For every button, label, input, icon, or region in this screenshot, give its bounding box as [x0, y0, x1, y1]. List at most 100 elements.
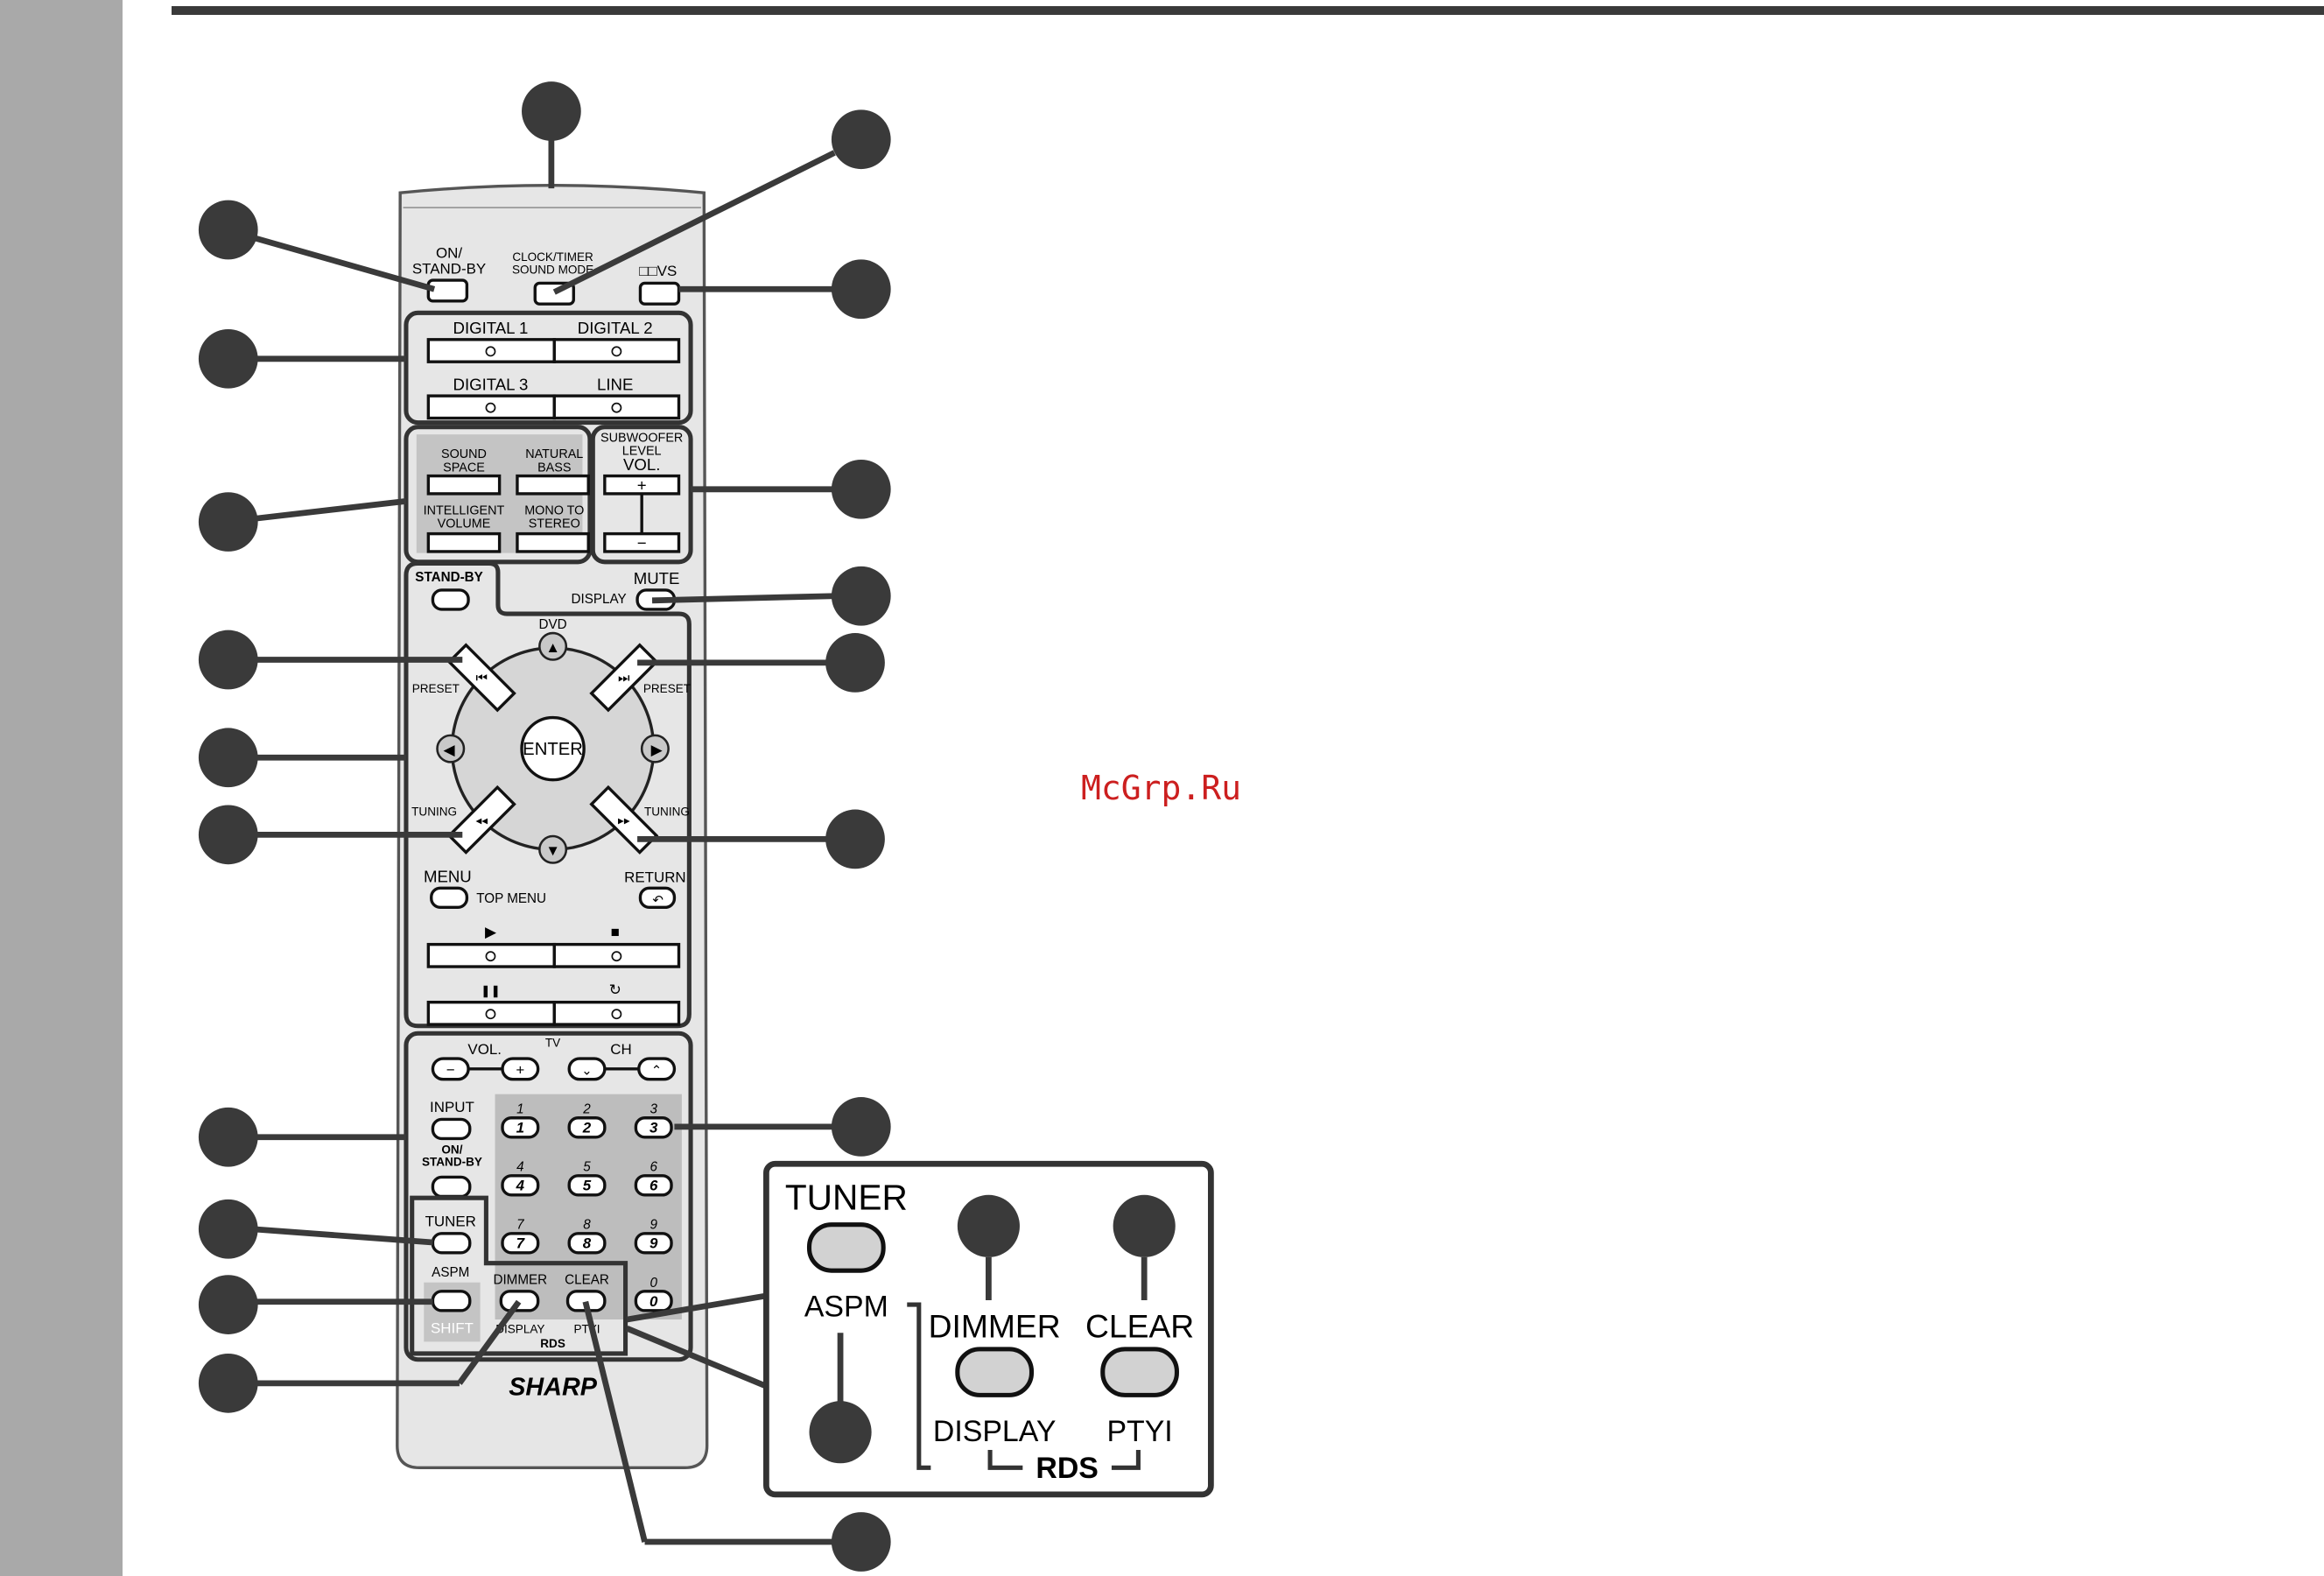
inset-dimmer-label: DIMMER — [929, 1307, 1061, 1344]
tv-vol-down-button[interactable] — [431, 1057, 470, 1081]
tv-vol-plus-glyph: + — [516, 1062, 524, 1079]
tv-input-button[interactable] — [431, 1117, 472, 1141]
callout-marker-vs — [831, 259, 891, 320]
tuner-display-label: DISPLAY — [495, 1322, 544, 1335]
tv-ch-down-button[interactable] — [567, 1057, 607, 1081]
number-key-0[interactable] — [634, 1290, 673, 1312]
rewind-button[interactable] — [446, 784, 516, 855]
inset-aspm-label: ASPM — [804, 1291, 888, 1324]
callout-lines — [250, 139, 836, 1545]
number-key-label-7: 7 — [516, 1235, 526, 1252]
callout-line-dimmer-lead — [457, 1299, 522, 1385]
callout-marker-aspm — [198, 1275, 258, 1334]
play-button[interactable] — [426, 942, 556, 968]
number-key-label-3: 3 — [649, 1120, 658, 1136]
inset-tuner-button[interactable] — [806, 1222, 886, 1273]
tv-label: TV — [545, 1036, 560, 1049]
line-button[interactable] — [552, 394, 681, 420]
digital1-dot — [485, 346, 496, 357]
callout-marker-clear — [831, 1512, 891, 1572]
right-arrow-button[interactable] — [640, 734, 670, 763]
tv-ch-label: CH — [610, 1041, 631, 1058]
tv-ch-up-button[interactable] — [637, 1057, 677, 1081]
tv-vol-up-button[interactable] — [501, 1057, 540, 1081]
number-key-8[interactable] — [567, 1232, 607, 1255]
natural-bass-button[interactable] — [516, 474, 590, 496]
inset-clear-label: CLEAR — [1085, 1307, 1194, 1344]
digital3-button[interactable] — [426, 394, 556, 420]
tuning-left-label: TUNING — [411, 805, 457, 818]
number-key-5[interactable] — [567, 1174, 607, 1197]
tv-standby-label: ON/STAND-BY — [422, 1143, 482, 1168]
stop-icon: ■ — [611, 924, 620, 940]
inset-display-label: DISPLAY — [933, 1415, 1057, 1448]
callout-markers — [198, 81, 891, 1572]
number-key-9[interactable] — [634, 1232, 673, 1255]
number-key-caption-5: 5 — [583, 1160, 591, 1175]
tuning-right-label: TUNING — [644, 805, 690, 818]
callout-line-mute — [651, 593, 835, 604]
up-arrow-button[interactable] — [538, 631, 568, 661]
callout-marker-mute — [831, 566, 891, 626]
skip-back-button[interactable] — [446, 643, 516, 713]
dvd-standby-button[interactable] — [431, 588, 470, 611]
intelligent-volume-button[interactable] — [426, 531, 502, 553]
number-key-2[interactable] — [567, 1116, 607, 1139]
callout-marker-rewind — [198, 805, 258, 865]
display-label: DISPLAY — [571, 592, 626, 607]
tuner-button[interactable] — [431, 1232, 472, 1255]
callout-line-power — [250, 234, 436, 292]
play-dot — [485, 951, 496, 962]
repeat-dot — [611, 1009, 622, 1020]
callout-line-clear — [582, 1300, 648, 1543]
mono-stereo-button[interactable] — [516, 531, 590, 553]
digital-input-group — [404, 310, 693, 426]
inset-clear-button[interactable] — [1100, 1347, 1179, 1397]
vs-button[interactable] — [638, 281, 681, 306]
number-key-7[interactable] — [501, 1232, 540, 1255]
menu-button[interactable] — [430, 886, 469, 909]
subwoofer-vol-label: VOL. — [623, 455, 660, 474]
subwoofer-down-button[interactable] — [603, 531, 681, 553]
repeat-button[interactable] — [552, 1000, 681, 1026]
digital2-button[interactable] — [552, 338, 681, 363]
callout-marker-tuner — [198, 1199, 258, 1259]
digital1-button[interactable] — [426, 338, 556, 363]
number-key-caption-9: 9 — [649, 1218, 657, 1233]
number-key-3[interactable] — [634, 1116, 673, 1139]
up-arrow-icon: ▲ — [545, 639, 560, 656]
watermark: McGrp.Ru — [1081, 769, 1242, 807]
return-button[interactable] — [638, 886, 677, 909]
tv-group — [404, 1031, 693, 1362]
number-key-4[interactable] — [501, 1174, 540, 1197]
tv-input-label: INPUT — [430, 1099, 474, 1115]
tv-standby-button[interactable] — [431, 1175, 472, 1199]
stop-button[interactable] — [552, 942, 681, 968]
left-arrow-button[interactable] — [436, 734, 466, 763]
aspm-button[interactable] — [431, 1290, 472, 1312]
menu-label: MENU — [424, 868, 472, 886]
inset-pointer-lower — [625, 1326, 768, 1390]
dimmer-label: DIMMER — [493, 1272, 547, 1287]
subwoofer-plus-glyph: + — [637, 476, 647, 495]
skip-forward-icon: ⏭ — [618, 671, 630, 686]
pause-button[interactable] — [426, 1000, 556, 1026]
callout-marker-clock — [831, 109, 891, 170]
inset-marker-clear — [1113, 1194, 1176, 1257]
number-key-6[interactable] — [634, 1174, 673, 1197]
clear-label: CLEAR — [565, 1272, 609, 1287]
tv-ch-down-icon: ⌄ — [581, 1064, 593, 1079]
down-arrow-button[interactable] — [538, 834, 568, 864]
power-button[interactable] — [426, 278, 469, 303]
enter-button[interactable] — [520, 715, 586, 782]
sound-space-button[interactable] — [426, 474, 502, 496]
inset-dimmer-button[interactable] — [955, 1347, 1035, 1397]
fast-forward-button[interactable] — [589, 784, 659, 855]
callout-marker-subwoofer — [831, 459, 891, 519]
number-key-caption-1: 1 — [516, 1102, 523, 1117]
repeat-icon: ↻ — [609, 981, 621, 998]
dimmer-button[interactable] — [499, 1290, 540, 1312]
number-key-1[interactable] — [501, 1116, 540, 1139]
